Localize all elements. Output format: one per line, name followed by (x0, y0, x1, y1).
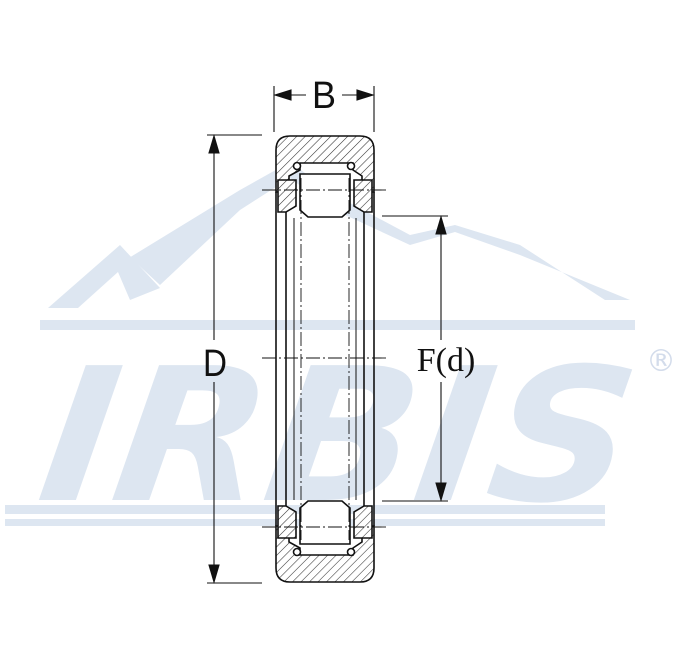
roller-bottom (299, 500, 351, 545)
cage-circle-bottom-left (292, 547, 302, 557)
label-raceway-diameter-fd: F(d) (417, 342, 476, 379)
label-width-b: B (312, 75, 336, 117)
inner-flange-bottom-left (277, 505, 297, 539)
bearing-cross-section (275, 135, 375, 583)
cage-circle-top-right (346, 161, 356, 171)
d-arrow-top (208, 134, 220, 154)
irbis-watermark-logo: IRBIS ® (5, 162, 676, 544)
outer-ring-bottom-section (275, 525, 375, 583)
watermark-mountain-shape-left (48, 245, 160, 308)
centerlines (262, 178, 386, 540)
b-arrow-left (273, 89, 292, 101)
dimension-lines (207, 86, 448, 584)
b-arrow-right (356, 89, 375, 101)
f-arrow-top (435, 215, 447, 235)
f-arrow-bottom (435, 482, 447, 502)
outer-ring-top-section (275, 135, 375, 193)
watermark-stripe-top (40, 320, 635, 330)
watermark-registered-mark: ® (646, 344, 676, 379)
inner-flange-top-right (353, 179, 373, 213)
d-arrow-bottom (208, 564, 220, 584)
inner-flange-bottom-right (353, 505, 373, 539)
cage-circle-bottom-right (346, 547, 356, 557)
label-outer-diameter-d: D (203, 343, 227, 385)
roller-top (299, 173, 351, 218)
cage-circle-top-left (292, 161, 302, 171)
inner-flange-top-left (277, 179, 297, 213)
